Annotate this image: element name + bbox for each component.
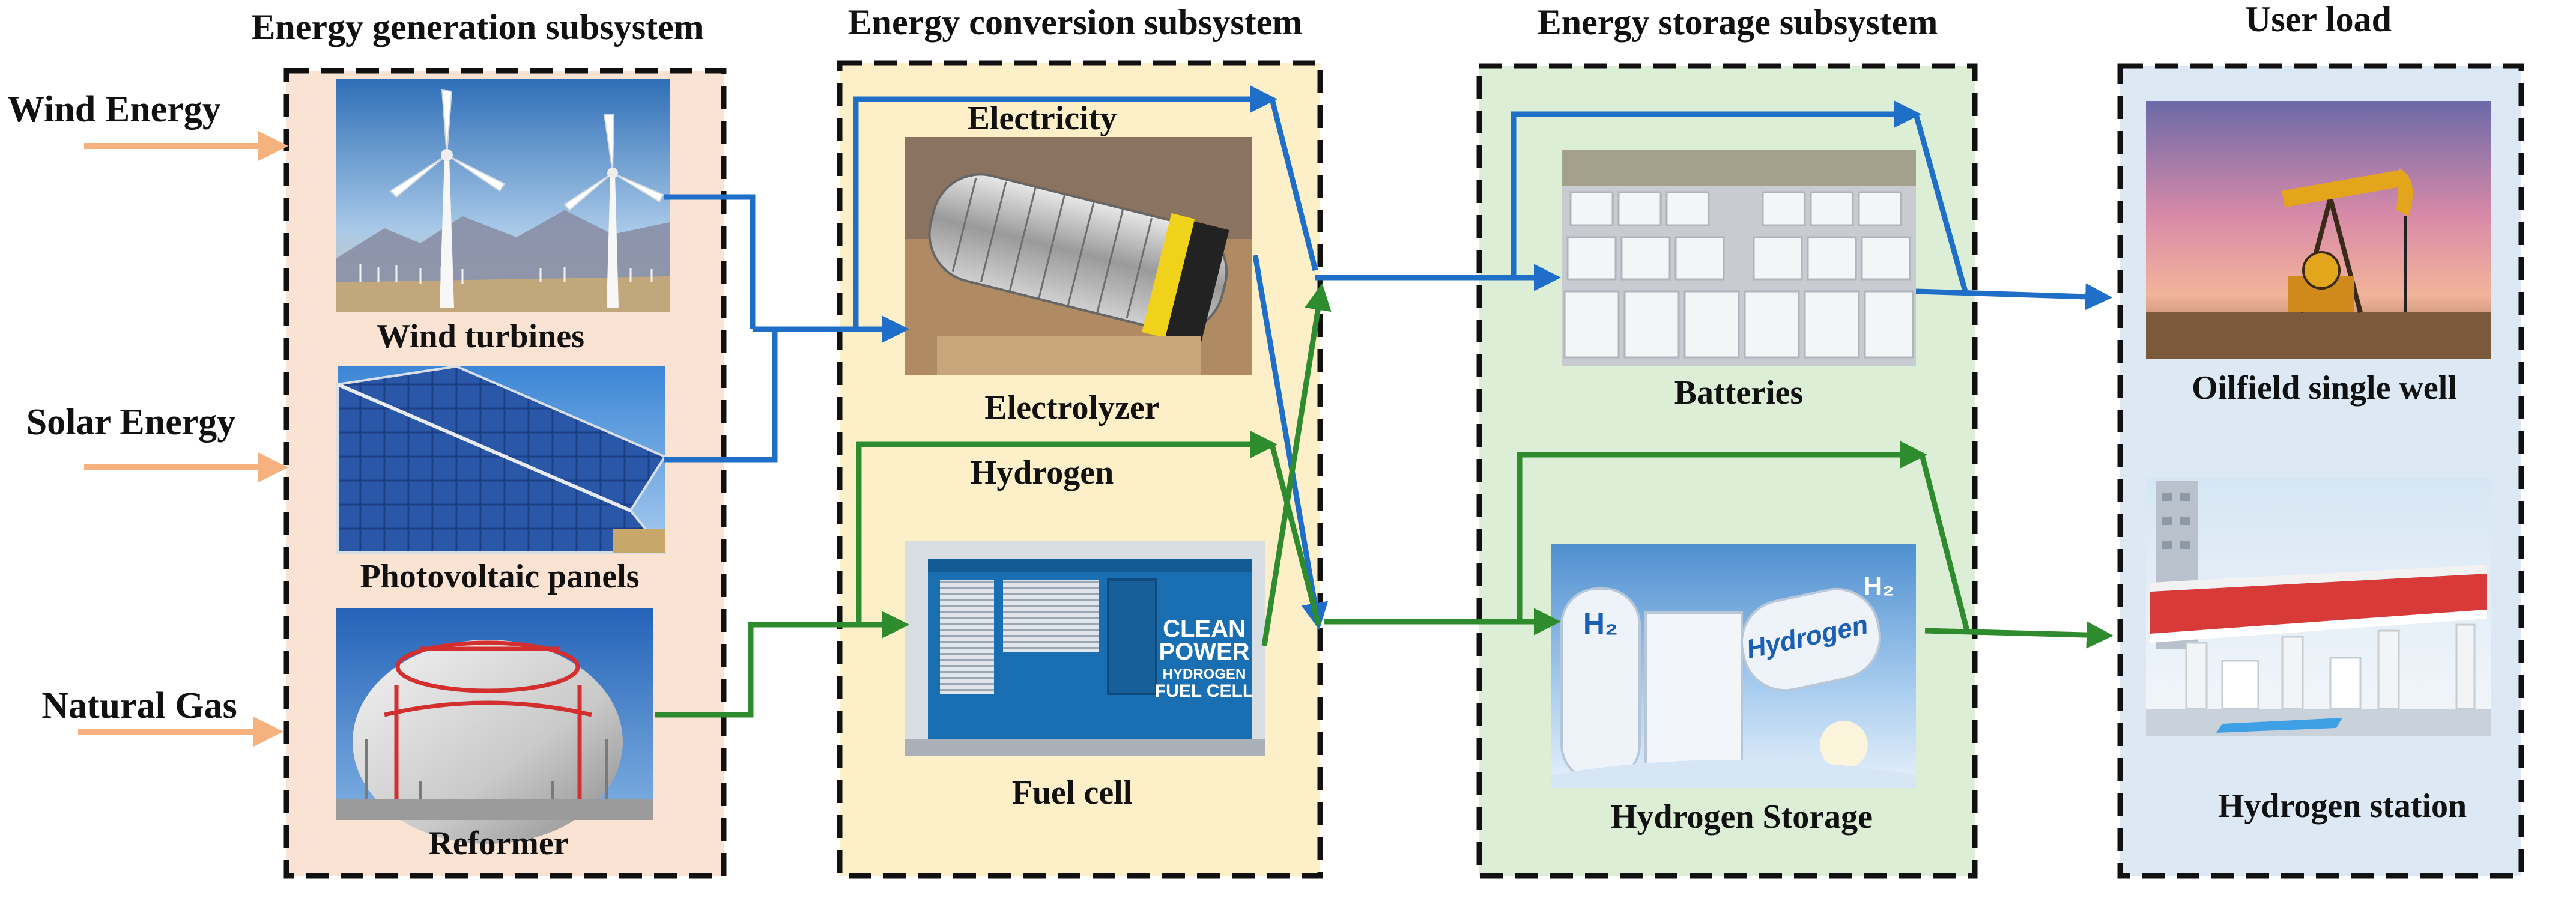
wind-turbines-label: Wind turbines <box>377 318 584 355</box>
electrolyzer-image <box>905 137 1252 375</box>
hydrogen-flows <box>655 283 2114 718</box>
input-solar-label: Solar Energy <box>26 402 235 443</box>
flow-h2-storage-top-down <box>1919 454 1970 632</box>
electrolyzer-label: Electrolyzer <box>984 389 1159 426</box>
batteries-label: Batteries <box>1674 374 1804 411</box>
flow-storage-top-down <box>1913 113 1968 293</box>
container-text-hydrogen: HYDROGEN <box>1163 666 1246 682</box>
conversion-title: Energy conversion subsystem <box>848 2 1303 42</box>
h2-tank-right-text: H₂ <box>1863 571 1894 601</box>
photovoltaic-panels-image <box>333 365 668 554</box>
flow-h2-top-down <box>1269 443 1321 626</box>
oilfield-well-image <box>2146 101 2491 359</box>
fuel-cell-label: Fuel cell <box>1012 774 1133 812</box>
flow-to-station <box>1924 621 2114 649</box>
flow-electrolyzer-cross <box>1252 255 1329 630</box>
hydrogen-storage-image: H₂ Hydrogen H₂ <box>1551 544 1916 788</box>
generation-title: Energy generation subsystem <box>251 7 703 47</box>
storage-title: Energy storage subsystem <box>1538 2 1938 42</box>
hydrogen-station-image <box>2146 478 2491 736</box>
hydrogen-flow-label: Hydrogen <box>971 454 1114 491</box>
container-text-clean: CLEAN <box>1163 616 1246 642</box>
batteries-image <box>1562 150 1916 366</box>
flow-top-down <box>1269 98 1318 272</box>
wind-turbines-image <box>336 79 670 312</box>
fuel-cell-container-text: CLEAN POWER HYDROGEN FUEL CELL <box>1155 616 1253 701</box>
flow-to-oilfield <box>1915 283 2112 311</box>
hydrogen-storage-label: Hydrogen Storage <box>1611 798 1873 836</box>
reformer-image <box>336 608 653 844</box>
oilfield-well-label: Oilfield single well <box>2192 369 2457 407</box>
flow-solar-to-bus <box>664 329 778 463</box>
flow-gas-to-bus <box>655 622 826 718</box>
input-wind-label: Wind Energy <box>7 89 220 130</box>
flow-bus-up-hydrogen <box>841 431 1277 628</box>
flow-bus-up-to-top <box>838 85 1277 332</box>
container-text-fuelcell: FUEL CELL <box>1155 681 1253 701</box>
flow-h2-storage-top <box>1517 441 1927 622</box>
flow-storage-top <box>1511 100 1921 278</box>
reformer-label: Reformer <box>428 825 568 862</box>
electricity-flow-label: Electricity <box>968 100 1117 137</box>
h2-tank-left-text: H₂ <box>1583 607 1618 640</box>
fuel-cell-image: CLEAN POWER HYDROGEN FUEL CELL <box>905 541 1265 756</box>
flow-fuelcell-cross <box>1261 283 1332 646</box>
container-text-power: POWER <box>1159 639 1249 665</box>
hydrogen-station-label: Hydrogen station <box>2218 787 2467 825</box>
load-title: User load <box>2245 0 2392 39</box>
electricity-flows <box>664 85 2112 630</box>
input-gas-label: Natural Gas <box>41 685 237 726</box>
pv-panels-label: Photovoltaic panels <box>360 558 639 595</box>
flow-wind-to-bus <box>664 194 756 329</box>
